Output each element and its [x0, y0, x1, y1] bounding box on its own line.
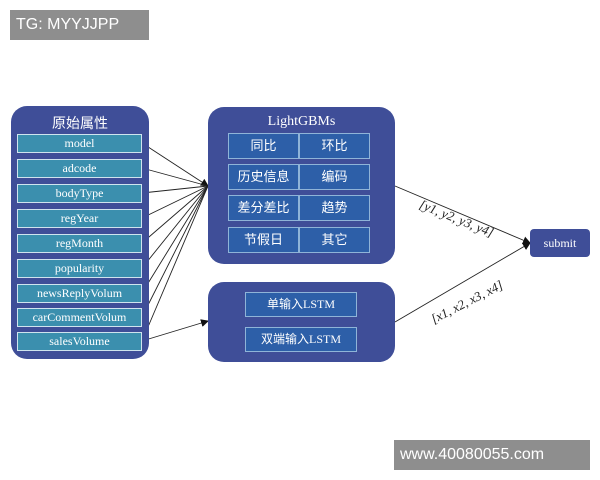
line-attr-0-to-lightgbm: [141, 142, 209, 187]
line-attr-7-to-lightgbm: [141, 185, 209, 318]
submit-node: submit: [530, 229, 590, 257]
attr-adcode: adcode: [17, 159, 142, 178]
line-attr-4-to-lightgbm: [141, 185, 209, 244]
line-lstm-to-submit: [394, 242, 531, 323]
attr-regmonth: regMonth: [17, 234, 142, 253]
watermark-bottom: www.40080055.com: [394, 440, 590, 470]
line-attr-1-to-lightgbm: [141, 167, 209, 187]
line-attr-2-to-lightgbm: [141, 185, 209, 194]
lgb-cell-trend: 趋势: [299, 195, 370, 221]
line-attr-5-to-lightgbm: [141, 185, 209, 269]
attr-bodytype: bodyType: [17, 184, 142, 203]
lgb-cell-mom: 环比: [299, 133, 370, 159]
attribute-panel-title: 原始属性: [52, 117, 108, 132]
attr-newsreplyvolum: newsReplyVolum: [17, 284, 142, 303]
lstm-cell-single: 单输入LSTM: [245, 292, 357, 317]
lgb-cell-yoy: 同比: [228, 133, 299, 159]
line-attr-3-to-lightgbm: [141, 185, 209, 219]
line-attr-8-to-lightgbm: [141, 185, 209, 342]
lgb-cell-other: 其它: [299, 227, 370, 253]
lightgbm-panel-title: LightGBMs: [267, 114, 336, 129]
watermark-top: TG: MYYJJPP: [10, 10, 149, 40]
lstm-cell-dual: 双端输入LSTM: [245, 327, 357, 352]
line-sales-to-lstm: [141, 319, 209, 342]
lgb-cell-holiday: 节假日: [228, 227, 299, 253]
attr-carcommentvolum: carCommentVolum: [17, 308, 142, 327]
attr-salesvolume: salesVolume: [17, 332, 142, 351]
lgb-cell-history: 历史信息: [228, 164, 299, 190]
attr-regyear: regYear: [17, 209, 142, 228]
attr-popularity: popularity: [17, 259, 142, 278]
line-lightgbm-to-submit: [394, 185, 531, 244]
attr-model: model: [17, 134, 142, 153]
lgb-cell-diff: 差分差比: [228, 195, 299, 221]
line-attr-6-to-lightgbm: [141, 185, 209, 294]
lgb-cell-encoding: 编码: [299, 164, 370, 190]
